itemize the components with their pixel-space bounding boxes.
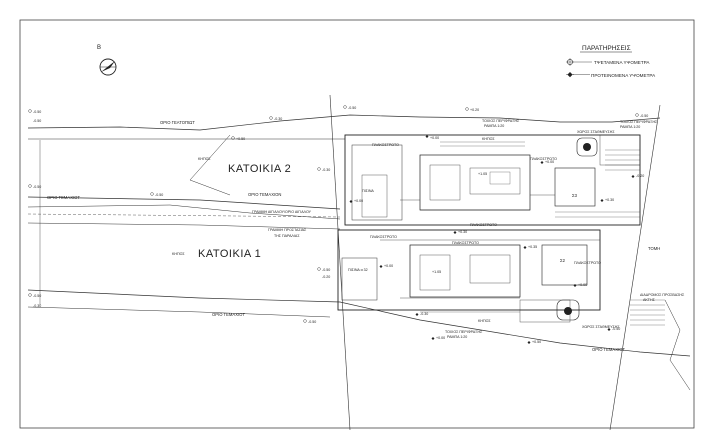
legend-proposed-levels: ΠΡΟΤΕΙΝΟΜΕΝΑ ΥΨΟΜΕΤΡΑ (591, 73, 656, 78)
level-mark: -0.50 (308, 320, 316, 324)
protection-line-label-1: ΓΡΑΜΜΗ ΠΡΟΣΤΑΣΙΑΣ (268, 228, 307, 232)
level-mark: +0.00 (384, 264, 393, 268)
level-mark: -0.30 (274, 117, 282, 121)
house-2-label: ΚΑΤΟΙΚΙΑ 2 (228, 163, 291, 175)
garden-top-label: ΚΗΠΟΣ (482, 137, 495, 141)
garden-house-2-label: ΚΗΠΟΣ (198, 157, 211, 161)
garden-house-1-label: ΚΗΠΟΣ (172, 252, 185, 256)
wall-top-ramp-label: ΡΑΜΠΑ 1:20 (484, 124, 504, 128)
level-mark: +0.20 (470, 108, 479, 112)
section-label: ΤΟΜΗ (648, 246, 660, 251)
plot-limit-top-label: ΟΡΙΟ ΓΕΑΤΟΠΙΩΤ (160, 120, 195, 125)
paving-b-label: ΠΛΑΚΟΣΤΡΩΤΟ (530, 157, 557, 161)
house-2-block (344, 134, 641, 226)
left-diagonal-line (329, 94, 351, 431)
plot-limit-bottom-right-label: ΟΡΙΟ ΤΕΜΑΧΙΟΤ (592, 347, 625, 352)
level-mark: +0.00 (430, 136, 439, 140)
level-mark: -0.50 (33, 119, 41, 123)
lower-plot-line-b (27, 306, 331, 318)
pool-2-label: ΠΙΣΙΝΑ (362, 189, 374, 193)
level-mark: +0.30 (605, 198, 614, 202)
level-mark: +0.50 (532, 340, 541, 344)
mid-boundary-2 (27, 204, 341, 220)
level-mark: -0.50 (322, 268, 330, 272)
paving-c-label: ΠΛΑΚΟΣΤΡΩΤΟ (470, 223, 497, 227)
level-marker-glyphs (28, 105, 639, 344)
room-s2-label: Σ2 (560, 258, 566, 263)
paving-e-label: ΠΛΑΚΟΣΤΡΩΤΟ (452, 241, 479, 245)
room-s3-label: Σ3 (572, 193, 578, 198)
legend-header: ΠΑΡΑΤΗΡΗΣΕΙΣ (582, 45, 631, 52)
level-mark: -0.50 (640, 114, 648, 118)
level-mark: +0.00 (436, 336, 445, 340)
level-mark: -0.50 (348, 106, 356, 110)
wall-bottom-ramp-label: ΡΑΜΠΑ 1:20 (447, 335, 467, 339)
pool-1-label: ΠΙΣΙΝΑ α 32 (348, 268, 368, 272)
upper-plot-boundary (27, 114, 661, 131)
wall-top-label: ΤΟΙΧΟΣ ΠΕΡΙΦΡΑΞΗΣ (482, 119, 520, 123)
lower-plot-boundary (27, 289, 691, 357)
protection-line-label-2: ΤΗΣ ΠΑΡΑΛΙΑΣ (274, 234, 300, 238)
open-level-marker-icon (566, 58, 574, 66)
drawing-frame (19, 19, 695, 429)
level-mark: +1.05 (478, 172, 487, 176)
access-label-b: ΑΚΤΗΣ (643, 298, 656, 302)
level-mark: -0.50 (612, 327, 620, 331)
level-mark: -0.50 (33, 110, 41, 114)
level-mark: -0.30 (322, 168, 330, 172)
filled-level-marker-icon (566, 72, 574, 78)
plot-limit-mid-left-label: ΟΡΙΟ ΤΕΜΑΧΙΟΤ (47, 195, 80, 200)
level-mark: +1.05 (432, 270, 441, 274)
legend: ΠΑΡΑΤΗΡΗΣΕΙΣ ΤΨΕΤΑΜΕΝΑ ΥΨΟΜΕΤΡΑ ΠΡΟΤΕΙΝΟ… (566, 45, 656, 78)
paving-d-label: ΠΛΑΚΟΣΤΡΩΤΟ (370, 235, 397, 239)
level-mark: -0.50 (33, 185, 41, 189)
coast-line-label: ΓΡΑΜΜΗ ΑΙΓΙΑΛΟΥ/ΟΡΙΟ ΑΙΓΙΑΛΟΥ (252, 210, 312, 214)
level-mark: +0.00 (545, 160, 554, 164)
level-mark: -0.50 (155, 193, 163, 197)
mid-boundary-3 (27, 222, 341, 230)
right-diagonal-line (609, 104, 661, 431)
level-mark: +0.30 (458, 230, 467, 234)
parking-top-label: ΧΩΡΟΣ ΣΤΑΘΜΕΥΣΗΣ (577, 130, 615, 134)
right-stairs (605, 149, 691, 391)
plot-limit-mid-label: ΟΡΙΟ ΤΕΜΑΧΙΟΝ (248, 192, 281, 197)
legend-existing-levels: ΤΨΕΤΑΜΕΝΑ ΥΨΟΜΕΤΡΑ (594, 60, 650, 65)
north-label: B (97, 45, 101, 51)
north-arrow-icon: B (97, 45, 117, 76)
level-markers: -0.50 -0.50 -0.50 -0.50 -0.30 +0.50 -0.3… (33, 106, 648, 344)
level-mark: -0.30 (420, 312, 428, 316)
access-label: ΔΙΑΔΡΟΜΟΣ ΠΡΟΣΒΑΣΗΣ (640, 293, 685, 297)
level-mark: +0.00 (354, 199, 363, 203)
level-mark: -0.30 (33, 304, 41, 308)
level-mark: +0.50 (236, 137, 245, 141)
level-mark: -0.20 (322, 275, 330, 279)
level-mark: -0.50 (33, 294, 41, 298)
house-1-label: ΚΑΤΟΙΚΙΑ 1 (198, 248, 261, 260)
level-mark: -0.20 (636, 174, 644, 178)
wall-right-ramp-label: ΡΑΜΠΑ 1:20 (620, 125, 640, 129)
level-mark: +0.35 (528, 245, 537, 249)
plot-limit-bottom-left-label: ΟΡΙΟ ΤΕΜΑΧΙΟΤ (212, 312, 245, 317)
parking-bottom-label: ΧΩΡΟΣ ΣΤΑΘΜΕΥΣΗΣ (582, 325, 620, 329)
garden-2-wedge (189, 134, 231, 196)
paving-a-label: ΠΛΑΚΟΣΤΡΩΤΟ (372, 143, 399, 147)
level-mark: +0.00 (578, 283, 587, 287)
mid-boundary-1 (27, 196, 341, 210)
car-bottom-icon (556, 299, 580, 321)
wall-bottom-label: ΤΟΙΧΟΣ ΠΕΡΙΦΡΑΞΗΣ (445, 330, 483, 334)
wall-right-label: ΤΟΙΧΟΣ ΠΕΡΙΦΡΑΞΗΣ (620, 120, 658, 124)
paving-f-label: ΠΛΑΚΟΣΤΡΩΤΟ (574, 261, 601, 265)
coast-line (27, 213, 341, 218)
garden-bottom-label: ΚΗΠΟΣ (478, 319, 491, 323)
car-top-icon (576, 137, 598, 157)
